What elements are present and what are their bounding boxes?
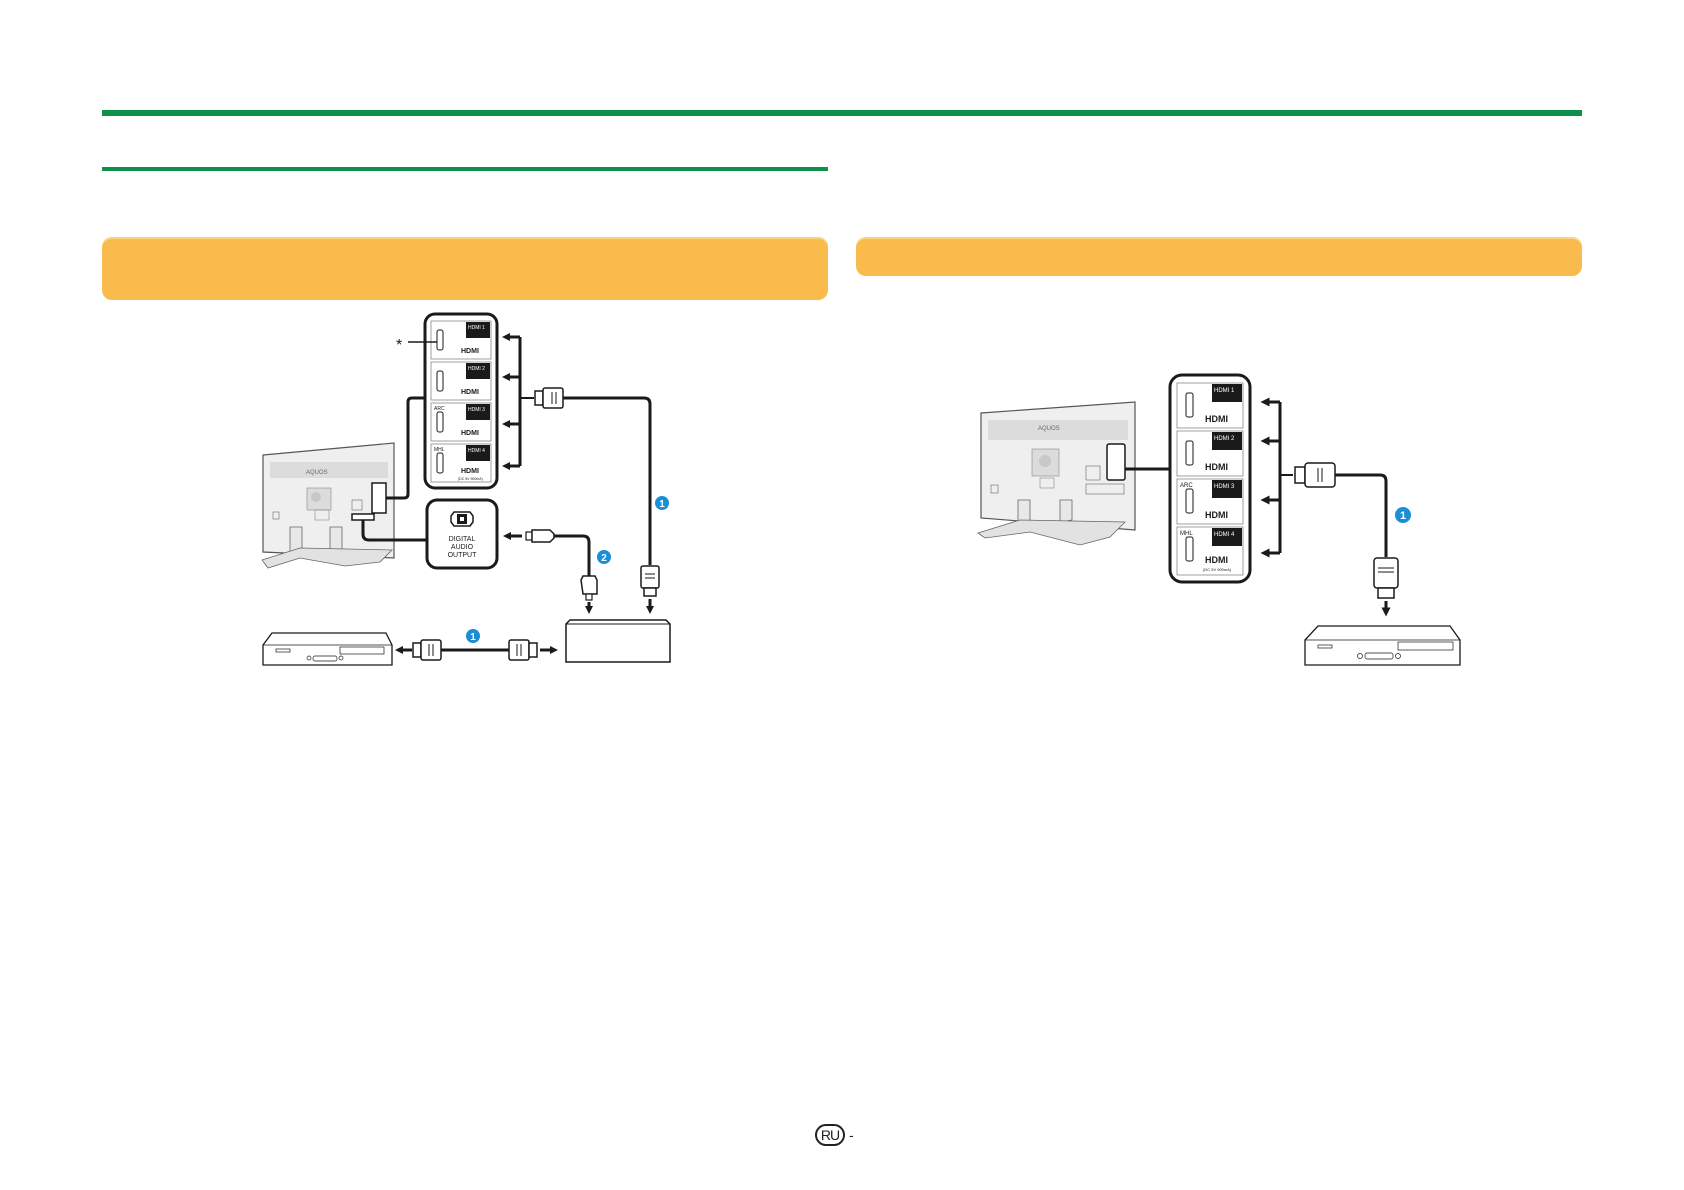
page-number-suffix: - bbox=[849, 1127, 854, 1143]
hdmi-logo: HDMI bbox=[1205, 414, 1228, 424]
hdmi-4-label: HDMI 4 bbox=[468, 448, 485, 454]
hdmi-logo: HDMI bbox=[461, 389, 479, 396]
svg-text:1: 1 bbox=[659, 499, 665, 510]
recorder-device bbox=[262, 632, 393, 666]
hdmi-plug-icon bbox=[640, 565, 660, 597]
tv-hdmi-port-area bbox=[371, 482, 387, 514]
hdmi-port-4: MHL HDMI 4 HDMI (DC 5V 900mA) bbox=[1176, 526, 1244, 576]
svg-text:AUDIO: AUDIO bbox=[451, 544, 474, 551]
hdmi-2-label: HDMI 2 bbox=[1214, 436, 1235, 442]
svg-text:OUTPUT: OUTPUT bbox=[448, 552, 478, 559]
hdmi-logo: HDMI bbox=[1205, 555, 1228, 565]
hdmi-arrow-bracket bbox=[1260, 397, 1293, 558]
tv-hdmi-port-area bbox=[1106, 443, 1126, 481]
hdmi-port-panel: HDMI 1 HDMI HDMI 2 HDMI ARC HDMI 3 HDMI … bbox=[1168, 373, 1252, 584]
av-amplifier bbox=[565, 619, 671, 663]
tv-brand-label: AQUOS bbox=[1038, 426, 1060, 432]
optical-plug-icon bbox=[580, 575, 598, 601]
top-green-rule bbox=[102, 110, 1582, 116]
hdmi-2-label: HDMI 2 bbox=[468, 366, 485, 372]
arc-label: ARC bbox=[434, 406, 445, 412]
tv-audio-port-area bbox=[351, 513, 375, 521]
hdmi-3-label: HDMI 3 bbox=[468, 407, 485, 413]
hdmi-plug-icon bbox=[508, 639, 538, 661]
hdmi-1-label: HDMI 1 bbox=[1214, 388, 1235, 394]
hdmi-plug-icon bbox=[1294, 462, 1336, 488]
tv-rear-view: AQUOS bbox=[261, 442, 395, 569]
tv-rear-view: AQUOS bbox=[977, 401, 1136, 546]
hdmi-logo: HDMI bbox=[461, 430, 479, 437]
digital-audio-output-panel: DIGITAL AUDIO OUTPUT bbox=[425, 498, 499, 570]
hdmi-1-label: HDMI 1 bbox=[468, 325, 485, 331]
recorder-device bbox=[1304, 625, 1461, 666]
right-connection-diagram: AQUOS HDMI 1 HDMI HDMI 2 HDMI bbox=[842, 0, 1684, 700]
hdmi-plug-icon bbox=[1373, 557, 1399, 599]
step-badge-1: 1 bbox=[1395, 507, 1411, 523]
svg-text:1: 1 bbox=[470, 632, 476, 643]
hdmi-plug-icon bbox=[534, 387, 564, 409]
step-badge-1: 1 bbox=[655, 496, 669, 510]
hdmi-port-4: MHL HDMI 4 HDMI (DC 5V 900mA) bbox=[430, 443, 492, 483]
hdmi-4-label: HDMI 4 bbox=[1214, 532, 1235, 538]
hdmi-port-2: HDMI 2 HDMI bbox=[1176, 430, 1244, 477]
step-badge-1-bottom: 1 bbox=[466, 629, 480, 643]
hdmi-port-2: HDMI 2 HDMI bbox=[430, 361, 492, 401]
hdmi-logo: HDMI bbox=[1205, 462, 1228, 472]
hdmi-port-3: ARC HDMI 3 HDMI bbox=[1176, 478, 1244, 525]
left-section-header-bar bbox=[102, 237, 828, 300]
hdmi-logo: HDMI bbox=[1205, 510, 1228, 520]
hdmi-port-panel: HDMI 1 HDMI HDMI 2 HDMI ARC HDMI 3 HDMI … bbox=[423, 312, 499, 490]
svg-text:2: 2 bbox=[601, 553, 607, 564]
right-diagram-svg: AQUOS HDMI 1 HDMI HDMI 2 HDMI bbox=[977, 373, 1461, 666]
step-badge-2: 2 bbox=[597, 550, 611, 564]
hdmi-logo: HDMI bbox=[461, 468, 479, 475]
hdmi-logo: HDMI bbox=[461, 348, 479, 355]
left-diagram-svg: AQUOS HDMI 1 HDMI HDMI 2 HDMI bbox=[261, 312, 671, 666]
asterisk-callout: * bbox=[396, 337, 402, 354]
optical-plug-icon bbox=[525, 529, 555, 543]
section-green-rule bbox=[102, 167, 828, 171]
hdmi-arrow-bracket bbox=[502, 333, 534, 470]
hdmi-plug-icon bbox=[412, 639, 442, 661]
svg-text:1: 1 bbox=[1400, 510, 1406, 522]
language-badge: RU bbox=[815, 1124, 845, 1146]
hdmi-port-1: HDMI 1 HDMI bbox=[1176, 382, 1244, 429]
mhl-power-note: (DC 5V 900mA) bbox=[1203, 567, 1232, 572]
right-section-header-bar bbox=[856, 237, 1582, 276]
digital-audio-label: DIGITAL bbox=[449, 536, 476, 543]
hdmi-port-1: HDMI 1 HDMI bbox=[430, 320, 492, 360]
left-connection-diagram: AQUOS HDMI 1 HDMI HDMI 2 HDMI bbox=[0, 0, 842, 700]
mhl-power-note: (DC 5V 900mA) bbox=[458, 477, 483, 481]
tv-brand-label: AQUOS bbox=[306, 470, 328, 476]
arc-label: ARC bbox=[1180, 483, 1193, 489]
mhl-label: MHL bbox=[1180, 531, 1193, 537]
hdmi-3-label: HDMI 3 bbox=[1214, 484, 1235, 490]
mhl-label: MHL bbox=[434, 447, 445, 453]
hdmi-port-3: ARC HDMI 3 HDMI bbox=[430, 402, 492, 442]
